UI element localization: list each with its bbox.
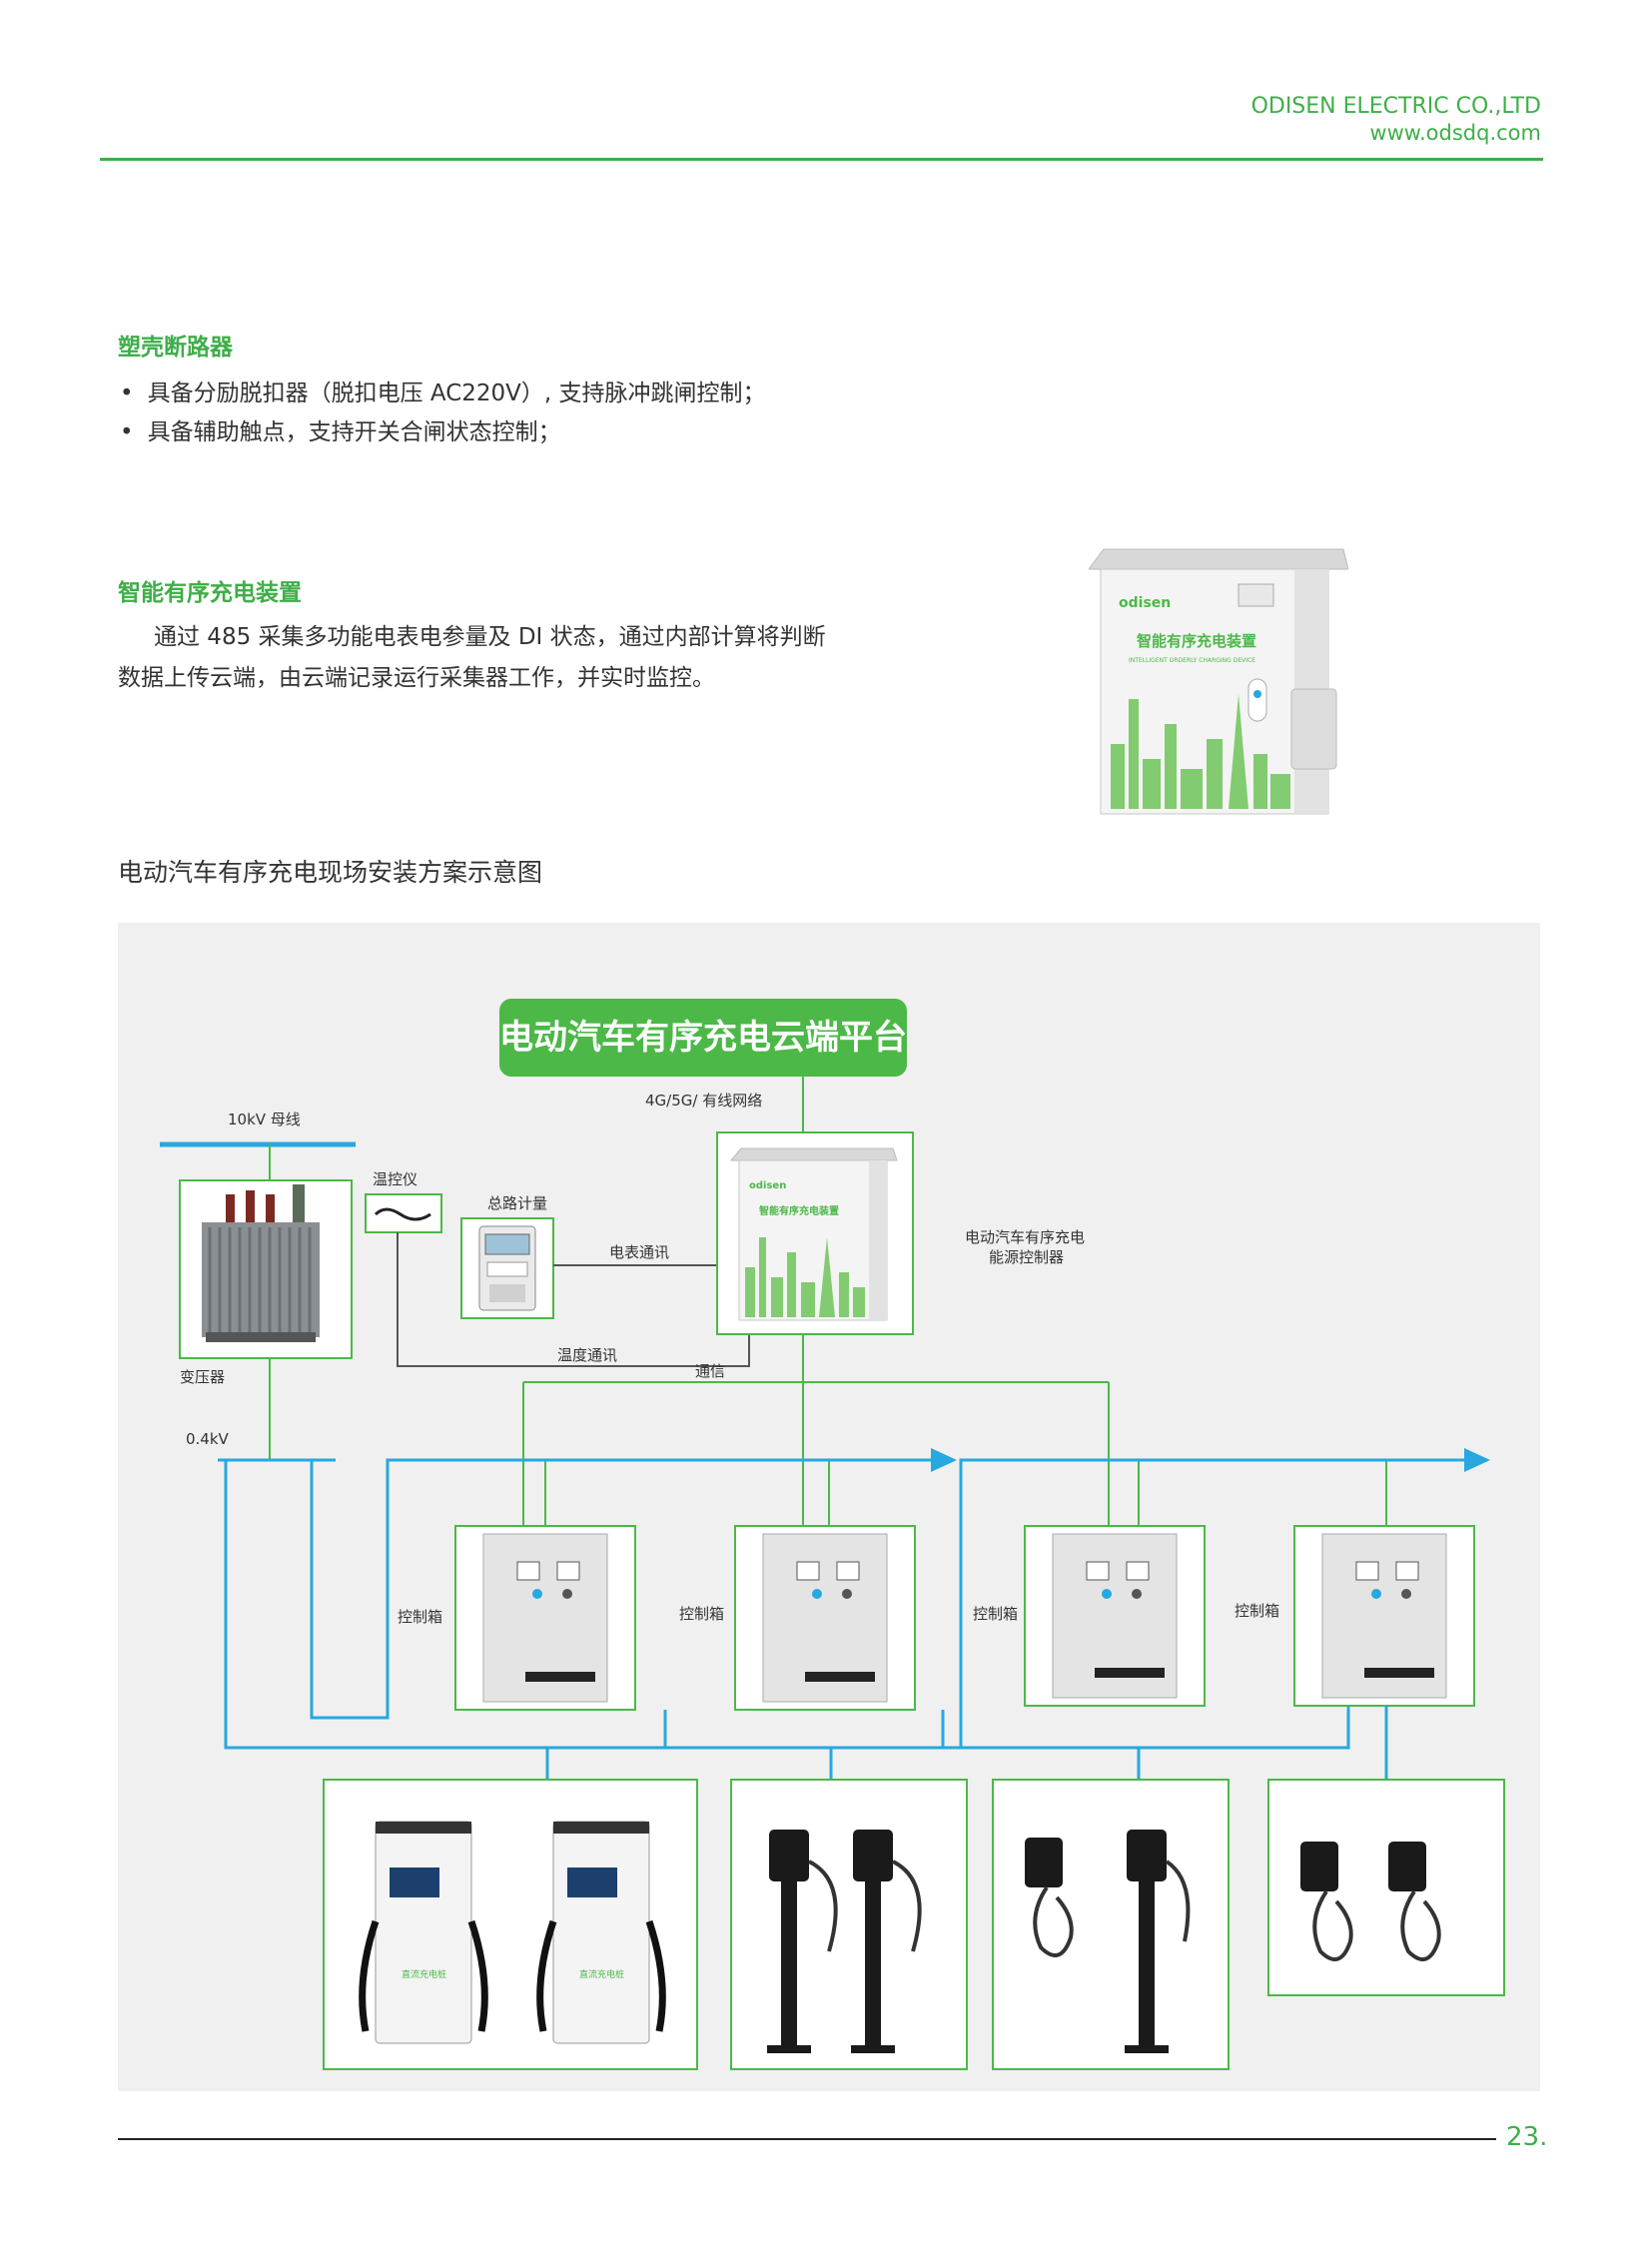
control-box-label: 控制箱 [1235,1602,1279,1620]
transformer-icon [202,1184,320,1342]
temp-probe-icon [374,1207,431,1221]
total-meter-label: 总路计量 [487,1194,547,1212]
control-box-1 [454,1525,636,1711]
paragraph-line: 数据上传云端，由云端记录运行采集器工作，并实时监控。 [118,665,715,691]
device-subname: INTELLIGENT ORDERLY CHARGING DEVICE [1129,657,1255,664]
installation-diagram: 电动汽车有序充电云端平台 4G/5G/ 有线网络 10kV 母线 变压器 温控仪… [160,999,1505,2070]
device-name: 智能有序充电装置 [759,1204,839,1217]
device-name: 智能有序充电装置 [1137,632,1256,650]
dc-pile-cn-label: 直流充电桩 [402,1968,446,1980]
control-box-2 [734,1525,916,1711]
control-box-label: 控制箱 [679,1605,724,1623]
list-item: 具备辅助触点，支持开关合闸状态控制； [120,413,766,452]
dc-charging-pile: 直流充电桩 [359,1821,488,2044]
arrow-right-icon [931,1448,957,1472]
paragraph-line: 通过 485 采集多功能电表电参量及 DI 状态，通过内部计算将判断 [154,624,826,650]
header-divider [100,158,1543,161]
section-title-breaker: 塑壳断路器 [118,335,233,361]
dc-pile-cn-label: 直流充电桩 [579,1968,624,1980]
city-skyline-graphic [1111,694,1290,809]
footer-divider [118,2138,1496,2140]
company-website: www.odsdq.com [1369,121,1541,145]
charging-cable-icon [808,1860,922,1952]
section-title-charging-device: 智能有序充电装置 [118,580,302,606]
power-feed-line [959,1458,1468,1748]
control-box-label: 控制箱 [398,1608,442,1626]
comm-label: 通信 [695,1362,725,1380]
meter-comm-label: 电表通讯 [609,1243,669,1261]
temp-comm-label: 温度通讯 [557,1346,617,1364]
wallbox-charger-icon [1300,1842,1426,1891]
cloud-platform-label: 电动汽车有序充电云端平台 [499,1018,907,1058]
power-feed-line [310,1458,935,1720]
charger-group-pedestal [730,1779,968,2070]
pedestal-charger-icon [767,1830,895,2053]
cloud-platform-box [499,999,907,1077]
charging-device-image: odisen 智能有序充电装置 INTELLIGENT ORDERLY CHAR… [1089,548,1348,815]
charging-device-description: 通过 485 采集多功能电表电参量及 DI 状态，通过内部计算将判断 数据上传云… [118,617,917,699]
device-logo: odisen [749,1180,786,1191]
dc-charging-pile: 直流充电桩 [536,1821,666,2044]
charging-device-icon: odisen 智能有序充电装置 [729,1147,898,1321]
device-logo: odisen [1119,595,1171,611]
company-name: ODISEN ELECTRIC CO.,LTD [1250,94,1541,119]
busbar-10kv-label: 10kV 母线 [228,1111,301,1128]
arrow-right-icon [1464,1448,1490,1472]
control-box-3 [1024,1525,1206,1707]
energy-controller-label-line1: 电动汽车有序充电 [965,1228,1085,1246]
company-header: ODISEN ELECTRIC CO.,LTD www.odsdq.com [1251,94,1541,146]
electric-meter-icon [478,1225,536,1311]
energy-controller-label-line2: 能源控制器 [989,1248,1064,1266]
control-box-4 [1293,1525,1475,1707]
control-box-label: 控制箱 [973,1605,1018,1623]
network-label: 4G/5G/ 有线网络 [645,1092,762,1110]
charging-cable-icon [1312,1889,1441,1961]
temp-controller-label: 温控仪 [373,1170,417,1188]
wallbox-charger-icon [1025,1830,1169,2053]
diagram-title: 电动汽车有序充电现场安装方案示意图 [118,858,543,887]
transformer-label: 变压器 [180,1368,225,1386]
temp-comm-line [397,1232,750,1367]
breaker-feature-list: 具备分励脱扣器（脱扣电压 AC220V）, 支持脉冲跳闸控制； 具备辅助触点，支… [120,374,766,452]
lv-04kv-label: 0.4kV [186,1430,230,1448]
charging-cable-icon [1033,1860,1191,1957]
page-number: 23. [1506,2122,1548,2152]
list-item: 具备分励脱扣器（脱扣电压 AC220V）, 支持脉冲跳闸控制； [120,374,766,413]
charger-group-mixed [992,1779,1230,2070]
